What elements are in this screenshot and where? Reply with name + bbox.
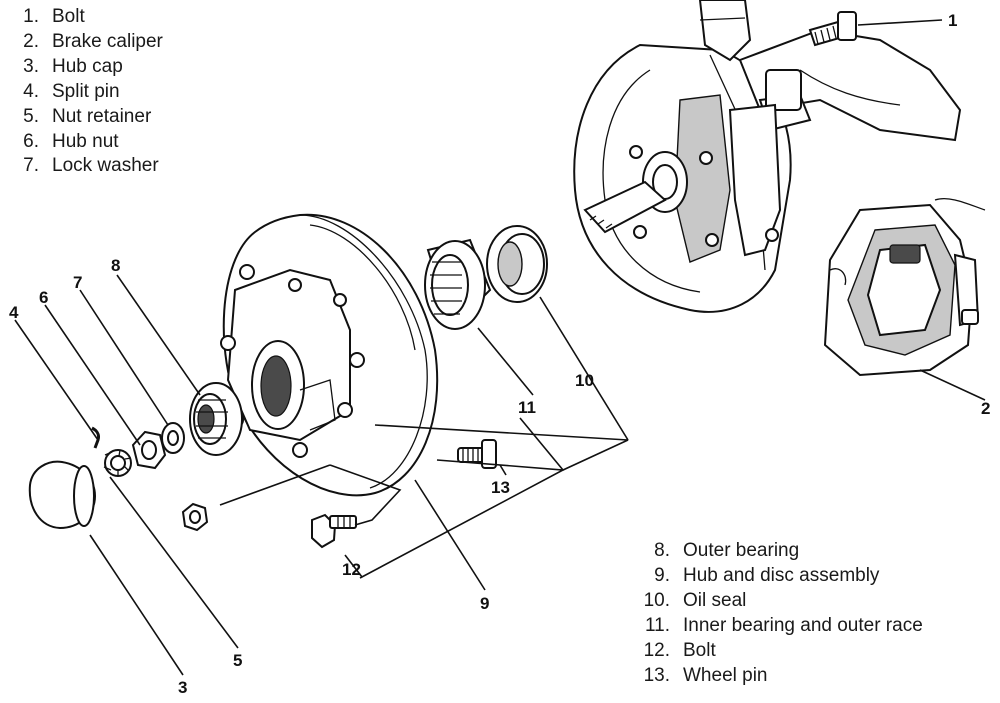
legend-label: Inner bearing and outer race <box>683 614 923 636</box>
legend-number: 10. <box>643 589 670 611</box>
legend-label: Bolt <box>52 6 85 27</box>
legend-number: 12. <box>643 639 670 661</box>
legend-label: Brake caliper <box>52 30 163 52</box>
bolt-12-drawing <box>311 513 357 549</box>
oil-seal-drawing <box>486 225 548 303</box>
callout-5: 5 <box>233 651 242 670</box>
legend-item: 4. Split pin <box>16 80 163 105</box>
legend-number: 13. <box>643 664 670 686</box>
hub-nut-drawing <box>131 430 167 470</box>
legend-item: 1. Bolt <box>16 5 163 30</box>
legend-label: Wheel pin <box>683 664 768 686</box>
legend-item: 2. Brake caliper <box>16 30 163 55</box>
callout-11: 11 <box>518 398 536 417</box>
legend-label: Hub and disc assembly <box>683 564 880 586</box>
legend-item: 6. Hub nut <box>16 130 163 155</box>
callout-7: 7 <box>73 273 82 292</box>
legend-label: Hub nut <box>52 130 119 152</box>
legend-item: 12. Bolt <box>640 639 923 664</box>
legend-item: 11. Inner bearing and outer race <box>640 614 923 639</box>
hub-disc-drawing <box>220 213 439 497</box>
lock-washer-drawing <box>161 422 185 454</box>
legend-item: 3. Hub cap <box>16 55 163 80</box>
callout-4: 4 <box>9 303 19 322</box>
legend-number: 4. <box>23 80 39 102</box>
legend-item: 10. Oil seal <box>640 589 923 614</box>
legend-label: Hub cap <box>52 55 123 77</box>
steering-knuckle-drawing <box>573 0 962 313</box>
nut-retainer-drawing <box>103 449 132 477</box>
callout-13: 13 <box>491 478 510 497</box>
legend-label: Split pin <box>52 80 120 102</box>
legend-item: 9. Hub and disc assembly <box>640 564 923 589</box>
leader-lines <box>14 19 986 676</box>
brake-caliper-drawing <box>823 198 986 377</box>
lug-nut-drawing <box>181 502 209 532</box>
callout-2: 2 <box>981 399 990 418</box>
legend-item: 8. Outer bearing <box>640 539 923 564</box>
legend-number: 11. <box>644 614 670 636</box>
legend-number: 6. <box>23 130 39 152</box>
parts-legend-top: 1. Bolt 2. Brake caliper 3. Hub cap 4. Split… <box>16 5 163 179</box>
legend-label: Outer bearing <box>683 540 800 561</box>
legend-number: 2. <box>23 30 39 52</box>
legend-label: Oil seal <box>683 589 747 611</box>
legend-number: 7. <box>23 155 39 177</box>
legend-number: 1. <box>23 6 39 27</box>
callout-10: 10 <box>575 371 594 390</box>
wheel-pin-drawing <box>457 439 497 469</box>
legend-number: 9. <box>654 564 670 586</box>
callout-1: 1 <box>948 11 957 30</box>
legend-label: Nut retainer <box>52 105 152 127</box>
legend-label: Lock washer <box>52 155 159 177</box>
callout-9: 9 <box>480 594 489 613</box>
bolt-1-drawing <box>808 11 857 47</box>
parts-legend-bottom: 8.Outer bearing 9.Hub and disc assembly … <box>640 539 923 688</box>
hub-cap-drawing <box>28 460 97 530</box>
legend-label: Bolt <box>683 639 716 661</box>
callout-12: 12 <box>342 560 361 579</box>
outer-bearing-drawing <box>189 382 243 456</box>
inner-bearing-drawing <box>424 238 492 330</box>
legend-number: 3. <box>23 55 39 77</box>
legend-number: 8. <box>654 540 670 561</box>
legend-item: 5. Nut retainer <box>16 105 163 130</box>
legend-item: 13. Wheel pin <box>640 664 923 689</box>
callout-3: 3 <box>178 678 187 697</box>
legend-number: 5. <box>23 105 39 127</box>
callout-6: 6 <box>39 288 48 307</box>
callout-8: 8 <box>111 256 120 275</box>
legend-item: 7. Lock washer <box>16 154 163 179</box>
